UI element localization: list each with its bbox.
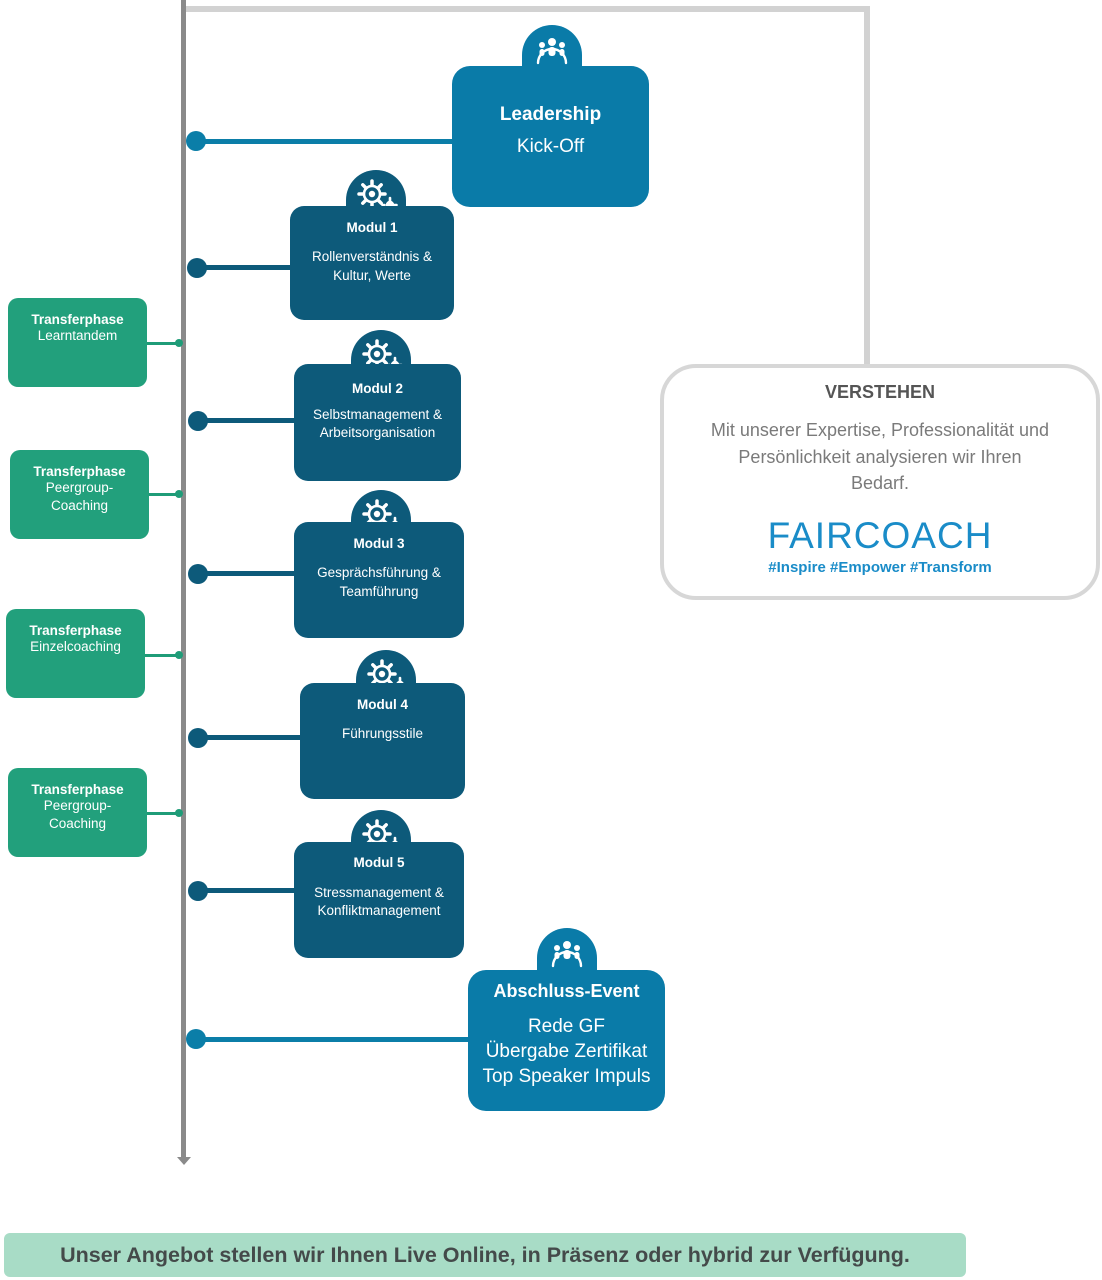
connector-modul-1 — [195, 265, 293, 270]
faircoach-tagline: #Inspire #Empower #Transform — [768, 558, 992, 576]
timeline-dot-kickoff — [186, 131, 206, 151]
connector-modul-4 — [195, 735, 303, 740]
transfer-4-title: Transferphase — [31, 782, 124, 797]
modul-1-text: Rollenverständnis & Kultur, Werte — [311, 249, 433, 283]
timeline-dot-modul-1 — [187, 258, 207, 278]
transfer-4-text: Peergroup- Coaching — [43, 798, 112, 831]
timeline-dot-modul-3 — [188, 564, 208, 584]
transfer-3-text: Einzelcoaching — [30, 639, 121, 654]
transfer-2-text: Peergroup- Coaching — [45, 480, 114, 513]
timeline-dot-modul-2 — [188, 411, 208, 431]
transfer-4-box: Transferphase Peergroup- Coaching — [8, 768, 147, 857]
timeline-dot-modul-4 — [188, 728, 208, 748]
connector-modul-3 — [195, 571, 297, 576]
modul-3-box: Modul 3 Gesprächsführung & Teamführung — [294, 522, 464, 638]
modul-1-box: Modul 1 Rollenverständnis & Kultur, Wert… — [290, 206, 454, 320]
modul-5-text: Stressmanagement & Konfliktmanagement — [314, 885, 444, 918]
kickoff-title: Leadership — [499, 104, 602, 125]
closing-box: Abschluss-Event Rede GF Übergabe Zertifi… — [468, 970, 665, 1111]
faircoach-logo: FAIRCOACH — [767, 514, 993, 556]
modul-2-box: Modul 2 Selbstmanagement & Arbeitsorgani… — [294, 364, 461, 481]
connector-transfer-1 — [145, 342, 181, 345]
team-icon — [547, 928, 587, 975]
transfer-3-title: Transferphase — [29, 623, 122, 638]
modul-2-title: Modul 2 — [352, 381, 403, 396]
closing-line-1: Rede GF — [527, 1016, 606, 1037]
modul-4-text: Führungsstile — [341, 726, 424, 741]
timeline-dot-closing — [186, 1029, 206, 1049]
modul-3-text: Gesprächsführung & Teamführung — [317, 565, 441, 599]
footer-banner: Unser Angebot stellen wir Ihnen Live Onl… — [4, 1233, 966, 1277]
transfer-1-box: Transferphase Learntandem — [8, 298, 147, 387]
footer-text: Unser Angebot stellen wir Ihnen Live Onl… — [60, 1242, 910, 1267]
verstehen-box: VERSTEHEN Mit unserer Expertise, Profess… — [660, 364, 1100, 600]
transfer-2-title: Transferphase — [33, 464, 126, 479]
modul-1-title: Modul 1 — [346, 220, 398, 235]
closing-line-3: Top Speaker Impuls — [482, 1066, 651, 1087]
timeline-dot-modul-5 — [188, 881, 208, 901]
connector-transfer-2 — [147, 493, 181, 496]
bracket-top-line — [186, 6, 870, 12]
timeline-dot-transfer-3 — [175, 651, 183, 659]
connector-kickoff — [195, 139, 455, 144]
transfer-1-text: Learntandem — [37, 328, 118, 343]
connector-transfer-3 — [145, 654, 181, 657]
transfer-1-title: Transferphase — [31, 312, 124, 327]
connector-modul-5 — [195, 888, 297, 893]
timeline-axis — [181, 0, 186, 1160]
timeline-arrow — [177, 1157, 191, 1165]
modul-2-text: Selbstmanagement & Arbeitsorganisation — [312, 407, 443, 440]
connector-closing — [195, 1037, 471, 1042]
modul-4-box: Modul 4 Führungsstile — [300, 683, 465, 799]
timeline-dot-transfer-4 — [175, 809, 183, 817]
closing-badge — [537, 928, 597, 974]
kickoff-box: Leadership Kick-Off — [452, 66, 649, 207]
connector-modul-2 — [195, 418, 297, 423]
closing-line-2: Übergabe Zertifikat — [485, 1041, 648, 1062]
modul-3-title: Modul 3 — [353, 536, 405, 551]
modul-5-title: Modul 5 — [353, 855, 405, 870]
team-icon — [532, 25, 572, 72]
transfer-3-box: Transferphase Einzelcoaching — [6, 609, 145, 698]
verstehen-title: VERSTEHEN — [824, 382, 936, 402]
kickoff-subtitle: Kick-Off — [516, 136, 585, 157]
transfer-2-box: Transferphase Peergroup- Coaching — [10, 450, 149, 539]
timeline-dot-transfer-2 — [175, 490, 183, 498]
modul-4-title: Modul 4 — [357, 697, 408, 712]
bracket-right-line — [864, 6, 870, 366]
timeline-dot-transfer-1 — [175, 339, 183, 347]
modul-5-box: Modul 5 Stressmanagement & Konfliktmanag… — [294, 842, 464, 958]
verstehen-text: Mit unserer Expertise, Professionalität … — [710, 420, 1050, 493]
connector-transfer-4 — [147, 812, 181, 815]
kickoff-badge — [522, 25, 582, 71]
closing-title: Abschluss-Event — [493, 981, 640, 1001]
